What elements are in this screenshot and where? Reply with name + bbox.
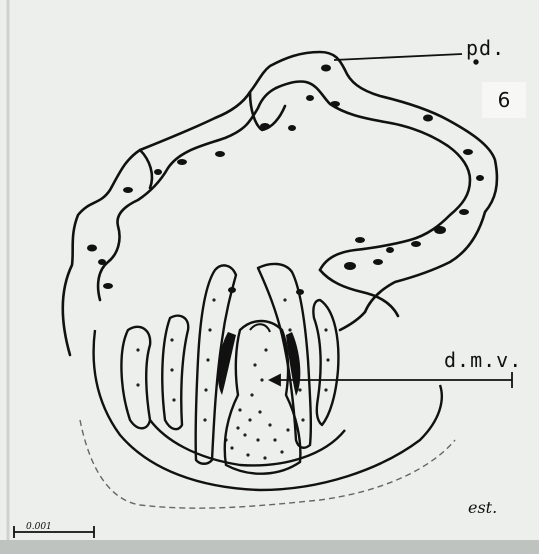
- inner-folds: [94, 264, 442, 490]
- scale-bar-label: 0.001: [26, 522, 52, 532]
- label-est: est.: [468, 498, 497, 517]
- plate-number: 6: [482, 82, 526, 118]
- nuclei: [87, 65, 484, 296]
- label-pd: pd.: [466, 36, 505, 60]
- label-dmv: d.m.v.: [444, 348, 522, 372]
- bottom-edge: [0, 540, 539, 554]
- epithelium-outline: [63, 52, 497, 355]
- central-vessel: [218, 321, 301, 474]
